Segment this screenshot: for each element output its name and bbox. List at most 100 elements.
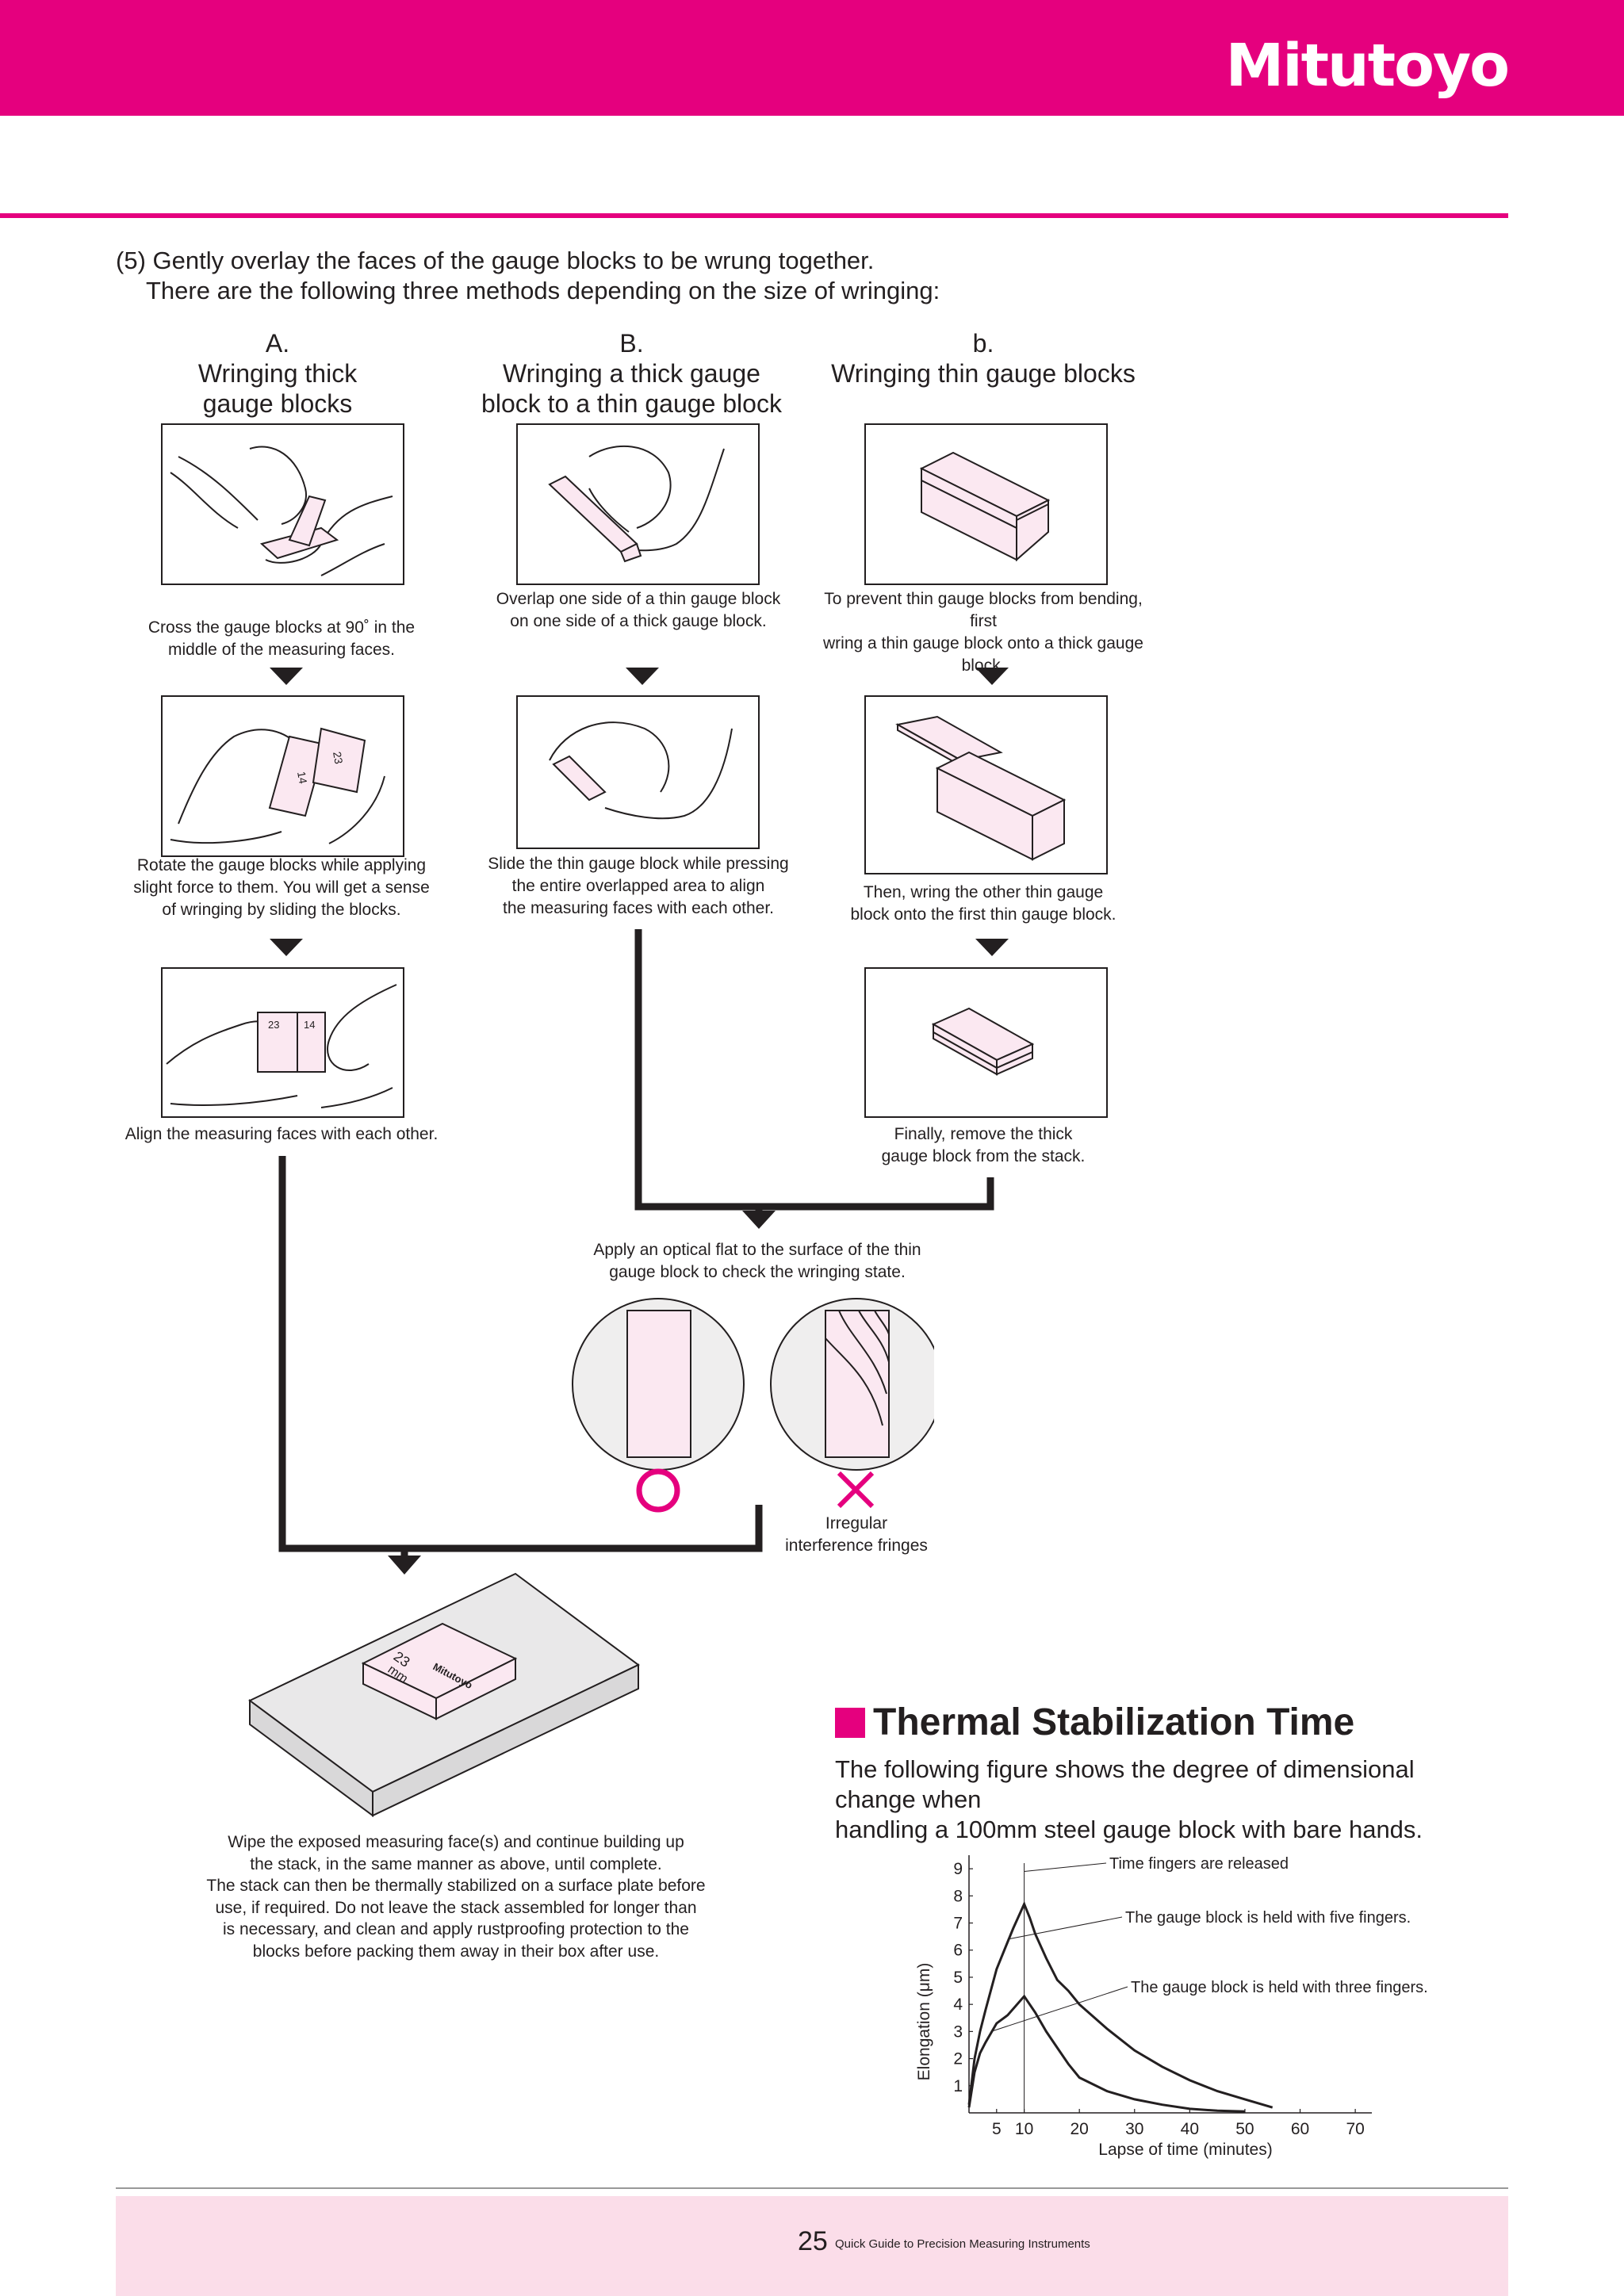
illustration-align-faces: 23 14 xyxy=(161,967,404,1118)
caption-irregular-line-2: interference fringes xyxy=(785,1536,928,1555)
caption-c2-line-2: block onto the first thin gauge block. xyxy=(850,905,1116,924)
x-tick-label: 60 xyxy=(1291,2120,1309,2138)
caption-a3-line-1: Align the measuring faces with each othe… xyxy=(124,1125,439,1143)
annotation-text: The gauge block is held with five finger… xyxy=(1125,1909,1411,1927)
series-line-1 xyxy=(967,1900,1274,2109)
arrow-down-icon xyxy=(975,939,1009,956)
column-b-heading: B. Wringing a thick gauge block to a thi… xyxy=(476,328,787,419)
y-tick-label: 4 xyxy=(953,1996,963,2014)
header-bar xyxy=(0,0,1624,116)
caption-final: Wipe the exposed measuring face(s) and c… xyxy=(206,1831,706,1962)
caption-b2-line-1: Slide the thin gauge block while pressin… xyxy=(488,855,789,873)
y-tick-label: 6 xyxy=(953,1942,963,1960)
x-tick-label: 5 xyxy=(992,2120,1002,2138)
column-c-title-1: Wringing thin gauge blocks xyxy=(831,359,1136,388)
caption-optical-line-2: gauge block to check the wringing state. xyxy=(609,1263,906,1281)
column-b-title-1: Wringing a thick gauge xyxy=(503,359,760,388)
caption-c2: Then, wring the other thin gauge block o… xyxy=(825,882,1142,926)
arrow-down-icon xyxy=(626,668,659,685)
caption-b1: Overlap one side of a thin gauge block o… xyxy=(476,588,801,633)
section-title: Thermal Stabilization Time xyxy=(873,1701,1355,1743)
annotation-text: The gauge block is held with three finge… xyxy=(1131,1979,1428,1996)
caption-a2: Rotate the gauge blocks while applying s… xyxy=(127,855,436,921)
two-thin-blocks-icon xyxy=(931,1007,1035,1076)
intro-line-2: There are the following three methods de… xyxy=(146,277,940,304)
illustration-rotate-blocks: 23 14 xyxy=(161,695,404,857)
illustration-second-thin-block xyxy=(864,695,1108,874)
arrow-down-icon xyxy=(388,1556,421,1575)
illustration-thin-on-thick xyxy=(864,423,1108,585)
brand-logo: Mitutoyo xyxy=(1225,32,1510,100)
caption-b1-line-2: on one side of a thick gauge block. xyxy=(510,612,767,630)
caption-c3-line-2: gauge block from the stack. xyxy=(881,1147,1086,1165)
illustration-slide-blocks xyxy=(516,695,760,849)
caption-final-line-5: is necessary, and clean and apply rustpr… xyxy=(223,1920,689,1938)
intro-line-1: (5) Gently overlay the faces of the gaug… xyxy=(116,247,875,274)
caption-final-line-4: use, if required. Do not leave the stack… xyxy=(215,1898,697,1917)
annotation-text: Time fingers are released xyxy=(1109,1855,1289,1873)
caption-c3-line-1: Finally, remove the thick xyxy=(894,1125,1073,1143)
surface-plate-illustration: 23 mm Mitutoyo xyxy=(248,1572,640,1817)
chart-x-axis-label: Lapse of time (minutes) xyxy=(1098,2141,1272,2159)
caption-a2-line-1: Rotate the gauge blocks while applying xyxy=(136,856,427,874)
gauge-face-bad xyxy=(825,1310,890,1458)
footer-band xyxy=(116,2196,1508,2296)
caption-a2-line-3: of wringing by sliding the blocks. xyxy=(162,901,401,919)
chart-series xyxy=(967,1900,1274,2113)
hands-overlap-blocks-icon xyxy=(548,445,725,563)
column-a-title-2: gauge blocks xyxy=(202,389,353,418)
x-tick-label: 40 xyxy=(1181,2120,1199,2138)
caption-b1-line-1: Overlap one side of a thin gauge block xyxy=(496,590,781,608)
column-c-letter: b. xyxy=(972,329,994,358)
arrow-down-icon xyxy=(270,668,303,685)
hands-align-faces-icon: 23 14 xyxy=(166,984,397,1108)
intro-text: (5) Gently overlay the faces of the gaug… xyxy=(116,246,940,306)
block-size-14-label: 14 xyxy=(295,771,309,785)
y-tick-label: 1 xyxy=(953,2077,963,2095)
aligned-block-14-label: 14 xyxy=(304,1019,315,1031)
thin-on-thick-blocks-icon xyxy=(919,451,1051,562)
caption-c1-line-1: To prevent thin gauge blocks from bendin… xyxy=(824,590,1143,630)
second-thin-block-icon xyxy=(895,715,1067,861)
hands-cross-blocks-icon xyxy=(170,446,393,576)
y-tick-label: 9 xyxy=(953,1860,963,1878)
caption-final-line-3: The stack can then be thermally stabiliz… xyxy=(206,1877,706,1895)
section-heading: Thermal Stabilization Time xyxy=(835,1701,1354,1744)
aligned-block-23-label: 23 xyxy=(268,1019,279,1031)
block-size-23-label: 23 xyxy=(331,751,345,765)
y-tick-label: 7 xyxy=(953,1915,963,1933)
caption-final-line-6: blocks before packing them away in their… xyxy=(252,1942,660,1961)
interference-fringes xyxy=(825,1310,890,1426)
header-rule xyxy=(0,213,1508,218)
y-tick-label: 8 xyxy=(953,1887,963,1905)
x-tick-label: 20 xyxy=(1070,2120,1088,2138)
annotation-leader xyxy=(1024,1862,1107,1873)
column-c-heading: b. Wringing thin gauge blocks xyxy=(825,328,1142,388)
section-description: The following figure shows the degree of… xyxy=(835,1755,1485,1845)
section-desc-line-2: handling a 100mm steel gauge block with … xyxy=(835,1816,1423,1843)
ok-circle-icon xyxy=(636,1468,680,1513)
column-b-title-2: block to a thin gauge block xyxy=(481,389,782,418)
column-a-letter: A. xyxy=(265,329,290,358)
caption-optical-line-1: Apply an optical flat to the surface of … xyxy=(593,1241,921,1259)
column-a-heading: A. Wringing thick gauge blocks xyxy=(159,328,396,419)
caption-c2-line-1: Then, wring the other thin gauge xyxy=(863,883,1104,901)
caption-a1-line-2: middle of the measuring faces. xyxy=(168,641,395,659)
chart-y-axis-label: Elongation (μm) xyxy=(915,1963,933,2081)
x-tick-label: 30 xyxy=(1125,2120,1143,2138)
caption-a1: Cross the gauge blocks at 90˚ in the mid… xyxy=(127,617,436,661)
y-tick-label: 5 xyxy=(953,1969,963,1987)
y-tick-label: 3 xyxy=(953,2022,963,2041)
annotation-leader xyxy=(1007,1916,1123,1940)
arrow-down-icon xyxy=(270,939,303,956)
caption-c1: To prevent thin gauge blocks from bendin… xyxy=(809,588,1158,677)
caption-irregular: Irregular interference fringes xyxy=(761,1513,952,1557)
page-number: 25 xyxy=(798,2226,828,2256)
y-tick-label: 2 xyxy=(953,2050,963,2068)
section-desc-line-1: The following figure shows the degree of… xyxy=(835,1755,1415,1813)
footer-rule xyxy=(116,2187,1508,2189)
series-line-2 xyxy=(967,1994,1245,2113)
